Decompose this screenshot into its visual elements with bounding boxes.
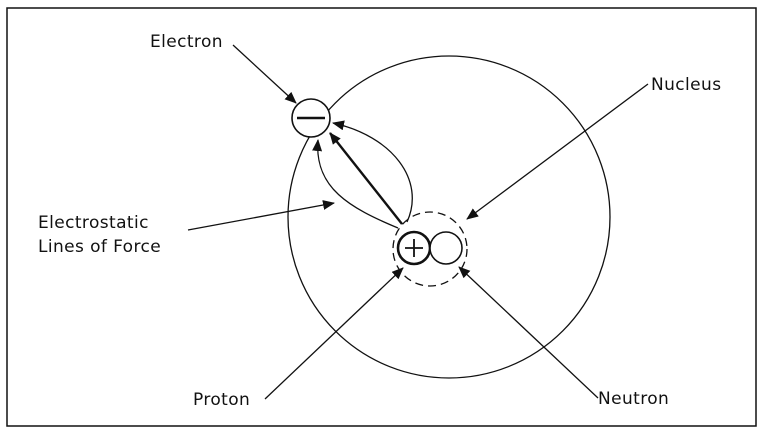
neutron-pointer-arrow xyxy=(458,266,599,399)
nucleus-label: Nucleus xyxy=(651,75,721,95)
electron-pointer-arrow xyxy=(232,44,297,104)
force-line-right xyxy=(332,120,413,223)
electron-label: Electron xyxy=(150,32,223,52)
neutron-circle xyxy=(429,231,463,265)
proton-pointer-arrow xyxy=(264,267,404,400)
lines-of-force-pointer-arrow xyxy=(187,200,335,231)
electron-orbit xyxy=(287,55,611,379)
nucleus-boundary xyxy=(392,211,468,287)
nucleus-pointer-arrow xyxy=(466,83,649,220)
electron xyxy=(291,98,331,138)
force-line-left xyxy=(312,139,399,229)
force-line-straight xyxy=(329,132,403,225)
proton xyxy=(396,230,432,266)
neutron-label: Neutron xyxy=(598,389,669,409)
proton-label: Proton xyxy=(193,390,250,410)
diagram-frame xyxy=(6,7,757,427)
lines-of-force-label-line2: Lines of Force xyxy=(38,237,161,257)
lines-of-force-label-line1: Electrostatic xyxy=(38,213,149,233)
